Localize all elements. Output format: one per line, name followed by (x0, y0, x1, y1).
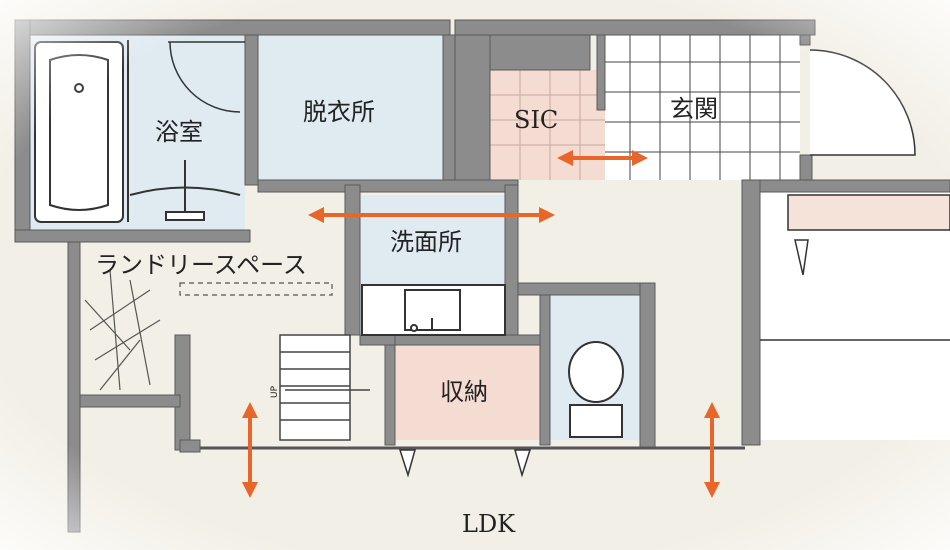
label-dressing: 脱衣所 (303, 98, 375, 126)
label-bath: 浴室 (155, 118, 203, 146)
label-ldk: LDK (462, 510, 516, 538)
label-entrance: 玄関 (670, 95, 718, 123)
label-stairs-up: UP (270, 385, 280, 398)
label-sic: SIC (514, 106, 558, 134)
label-storage: 収納 (440, 378, 488, 406)
label-washroom: 洗面所 (390, 228, 462, 256)
label-laundry: ランドリースペース (95, 251, 307, 279)
